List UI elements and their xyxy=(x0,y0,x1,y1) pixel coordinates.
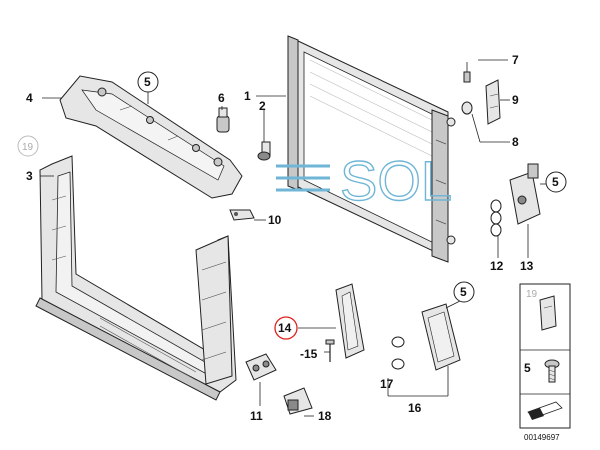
bolt-part-6 xyxy=(216,107,230,133)
callout-6: 6 xyxy=(218,91,225,105)
callout-13: 13 xyxy=(520,259,534,273)
callout-9: 9 xyxy=(512,93,519,107)
holder-part-18 xyxy=(283,387,313,415)
callout-5b-circle xyxy=(545,171,567,193)
bracket-part-14 xyxy=(335,283,365,359)
callout-12: 12 xyxy=(490,259,504,273)
holder-part-11 xyxy=(245,353,277,381)
callout-18: 18 xyxy=(318,409,332,423)
watermark-text: SOL xyxy=(340,149,452,212)
plug-part-7 xyxy=(463,71,471,83)
bracket-part-10 xyxy=(229,209,255,221)
watermark: SOL xyxy=(276,148,453,213)
lower-frame xyxy=(35,155,237,401)
callout-2: 2 xyxy=(259,99,266,113)
seals-part-17 xyxy=(391,336,405,370)
cooler-part-16 xyxy=(421,303,461,371)
inset-label-5: 5 xyxy=(524,361,531,375)
reference-number: 00149697 xyxy=(524,433,560,442)
callout-17: 17 xyxy=(380,377,394,391)
callout-5c-circle xyxy=(453,281,475,303)
callout-3: 3 xyxy=(26,169,33,183)
callout-5b: 5 xyxy=(552,175,559,189)
callout-5a-circle xyxy=(137,71,159,93)
inset-arrow-icon xyxy=(527,401,563,420)
callout-16: 16 xyxy=(408,401,422,415)
callout-7: 7 xyxy=(512,53,519,67)
callout-5a: 5 xyxy=(144,75,151,89)
condenser-radiator xyxy=(287,35,456,263)
callout-8: 8 xyxy=(512,135,519,149)
inset-screw xyxy=(544,359,560,383)
inset-clip xyxy=(539,295,557,331)
valve-part-13 xyxy=(509,163,541,225)
callout-5c: 5 xyxy=(460,285,467,299)
clip-part-2 xyxy=(257,141,271,161)
callout-4: 4 xyxy=(26,91,33,105)
callout-1: 1 xyxy=(244,89,251,103)
seal-part-8 xyxy=(461,101,473,115)
bracket-part-9 xyxy=(485,79,501,125)
inset-panel: 19 5 xyxy=(519,283,571,429)
screw-part-15 xyxy=(325,339,335,362)
inset-label-19: 19 xyxy=(526,289,538,300)
callout-10: 10 xyxy=(268,213,282,227)
callout-11: 11 xyxy=(250,409,263,423)
callout-labels: 1 2 3 4 5 5 5 6 7 8 9 10 11 12 13 14 -15… xyxy=(17,53,567,423)
callout-19-circle xyxy=(17,135,39,157)
callout-14: 14 xyxy=(278,321,292,335)
callout-14-highlight-circle xyxy=(274,316,298,340)
callout-19: 19 xyxy=(22,142,34,153)
leader-lines xyxy=(40,59,548,417)
callout-15: -15 xyxy=(300,347,318,361)
upper-carrier xyxy=(59,75,243,199)
o-rings-part-12 xyxy=(490,199,502,237)
